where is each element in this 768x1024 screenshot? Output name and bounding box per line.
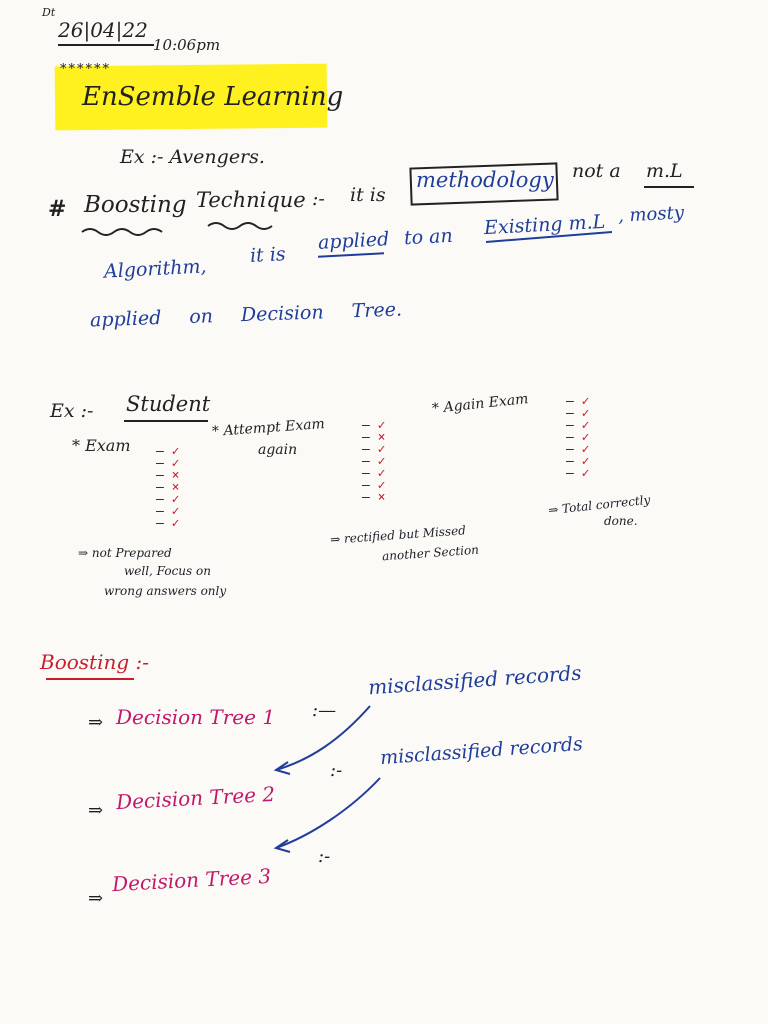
student-underline xyxy=(124,420,208,422)
example-avengers: Ex :- Avengers. xyxy=(120,146,265,168)
answer-mark: – ✓ xyxy=(362,478,386,493)
answer-mark: – ✓ xyxy=(156,456,180,471)
col3-note-2: done. xyxy=(604,514,638,528)
answer-mark: – ✓ xyxy=(156,516,180,531)
answer-mark: – × xyxy=(362,490,386,505)
arrow-tree1-to-tree2-head xyxy=(273,761,291,775)
boosting-squiggle xyxy=(81,228,163,236)
arrow-tree2-to-tree3 xyxy=(275,777,381,849)
col1-note-2: well, Focus on xyxy=(124,564,211,578)
methodology-word: methodology xyxy=(416,168,554,192)
date-underline xyxy=(58,44,154,46)
ml-underline xyxy=(644,186,694,188)
col1-note-3: wrong answers only xyxy=(104,584,227,598)
answer-mark: – ✓ xyxy=(362,418,386,433)
tree3-sep: :- xyxy=(318,846,331,867)
title-stars: ****** xyxy=(60,62,111,77)
technique-term: Technique xyxy=(196,188,306,212)
tree1-arrow: ⇒ xyxy=(88,712,104,733)
time: 10:06pm xyxy=(153,36,221,54)
col1-answer-marks: – ✓– ✓– ×– ×– ✓– ✓– ✓ xyxy=(156,444,180,531)
col2-answer-marks: – ✓– ×– ✓– ✓– ✓– ✓– × xyxy=(362,418,386,505)
answer-mark: – ✓ xyxy=(156,444,180,459)
boosting-term: Boosting xyxy=(84,192,187,218)
technique-squiggle xyxy=(207,222,273,230)
tree2-sep: :- xyxy=(330,760,343,781)
existing-underline xyxy=(485,231,613,243)
corner-mark: Dt xyxy=(42,6,56,19)
answer-mark: – × xyxy=(156,468,180,483)
answer-mark: – ✓ xyxy=(156,492,180,507)
definition-separator: :- xyxy=(312,188,325,210)
col1-note-1: ⇒ not Prepared xyxy=(78,546,172,560)
arrow-tree2-to-tree3-head xyxy=(273,839,291,853)
answer-mark: – ✓ xyxy=(156,504,180,519)
answer-mark: – ✓ xyxy=(362,466,386,481)
col3-answer-marks: – ✓– ✓– ✓– ✓– ✓– ✓– ✓ xyxy=(566,394,590,481)
answer-mark: – ✓ xyxy=(566,394,590,409)
answer-mark: – ✓ xyxy=(362,442,386,457)
hash-symbol: # xyxy=(48,196,67,222)
boosting-heading-underline xyxy=(46,678,134,680)
date: 26|04|22 xyxy=(58,18,148,42)
def-not-a: not a xyxy=(572,160,621,182)
answer-mark: – ✓ xyxy=(362,454,386,469)
student-title: Student xyxy=(126,392,211,416)
answer-mark: – ✓ xyxy=(566,418,590,433)
answer-mark: – × xyxy=(156,480,180,495)
answer-mark: – ✓ xyxy=(566,430,590,445)
col2-title-2: again xyxy=(258,442,298,458)
page-title: EnSemble Learning xyxy=(82,82,344,112)
arrow-tree1-to-tree2 xyxy=(275,705,371,771)
answer-mark: – ✓ xyxy=(566,454,590,469)
tree1-sep: :— xyxy=(312,700,337,721)
student-ex-label: Ex :- xyxy=(50,400,94,422)
def-it-is: it is xyxy=(350,184,386,206)
tree3-arrow: ⇒ xyxy=(88,888,104,909)
col1-title: * Exam xyxy=(72,436,131,455)
answer-mark: – × xyxy=(362,430,386,445)
answer-mark: – ✓ xyxy=(566,466,590,481)
answer-mark: – ✓ xyxy=(566,442,590,457)
def-ml: m.L xyxy=(646,160,683,182)
answer-mark: – ✓ xyxy=(566,406,590,421)
tree2-arrow: ⇒ xyxy=(88,800,104,821)
tree1-label: Decision Tree 1 xyxy=(116,705,276,729)
boosting-heading: Boosting :- xyxy=(40,650,150,674)
